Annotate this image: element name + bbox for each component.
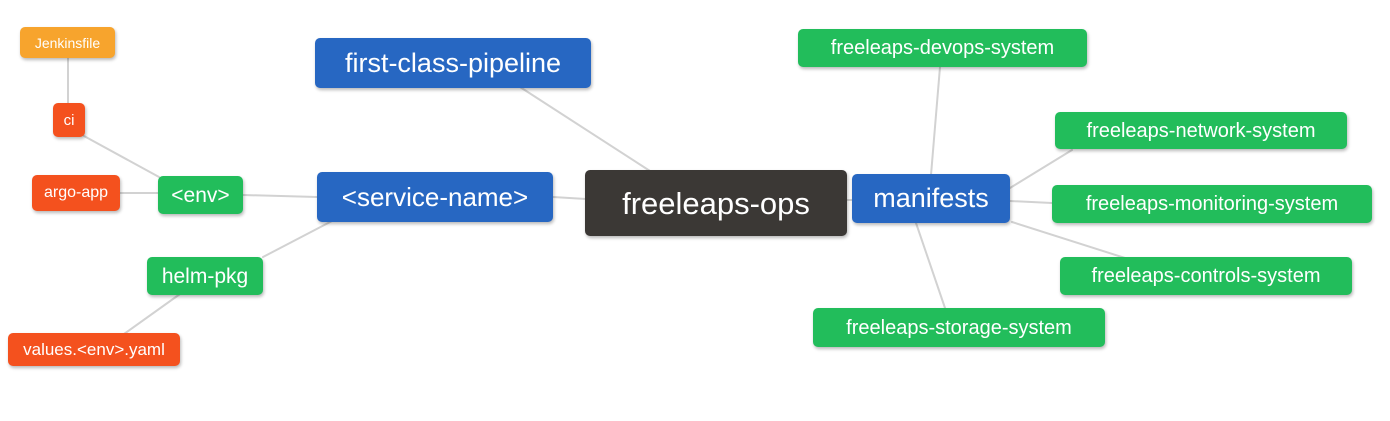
node-helm-pkg[interactable]: helm-pkg: [147, 257, 263, 295]
node-freeleaps-network-system[interactable]: freeleaps-network-system: [1055, 112, 1347, 149]
edge-values-env-yaml-to-helm-pkg: [123, 293, 181, 335]
node-first-class-pipeline[interactable]: first-class-pipeline: [315, 38, 591, 88]
node-freeleaps-storage-system[interactable]: freeleaps-storage-system: [813, 308, 1105, 347]
edge-manifests-to-freeleaps-controls-system: [1011, 221, 1126, 259]
node-manifests[interactable]: manifests: [852, 174, 1010, 223]
node-jenkinsfile[interactable]: Jenkinsfile: [20, 27, 115, 58]
node-freeleaps-ops[interactable]: freeleaps-ops: [585, 170, 847, 236]
node-freeleaps-controls-system[interactable]: freeleaps-controls-system: [1060, 257, 1352, 295]
edge-helm-pkg-to-service-name: [262, 220, 333, 258]
node-freeleaps-monitoring-system[interactable]: freeleaps-monitoring-system: [1052, 185, 1372, 223]
edge-ci-to-env: [83, 135, 160, 178]
edge-manifests-to-freeleaps-monitoring-system: [1009, 200, 1053, 204]
node-service-name[interactable]: <service-name>: [317, 172, 553, 222]
edge-manifests-to-freeleaps-storage-system: [915, 222, 946, 309]
node-values-env-yaml[interactable]: values.<env>.yaml: [8, 333, 180, 366]
node-env[interactable]: <env>: [158, 176, 243, 214]
node-argo-app[interactable]: argo-app: [32, 175, 120, 211]
edge-first-class-pipeline-to-freeleaps-ops: [519, 86, 651, 172]
edge-env-to-service-name: [242, 194, 318, 198]
edge-freeleaps-devops-system-to-manifests: [930, 66, 941, 176]
node-ci[interactable]: ci: [53, 103, 85, 137]
edge-manifests-to-freeleaps-network-system: [1009, 149, 1073, 189]
edge-service-name-to-freeleaps-ops: [552, 196, 587, 200]
node-freeleaps-devops-system[interactable]: freeleaps-devops-system: [798, 29, 1087, 67]
